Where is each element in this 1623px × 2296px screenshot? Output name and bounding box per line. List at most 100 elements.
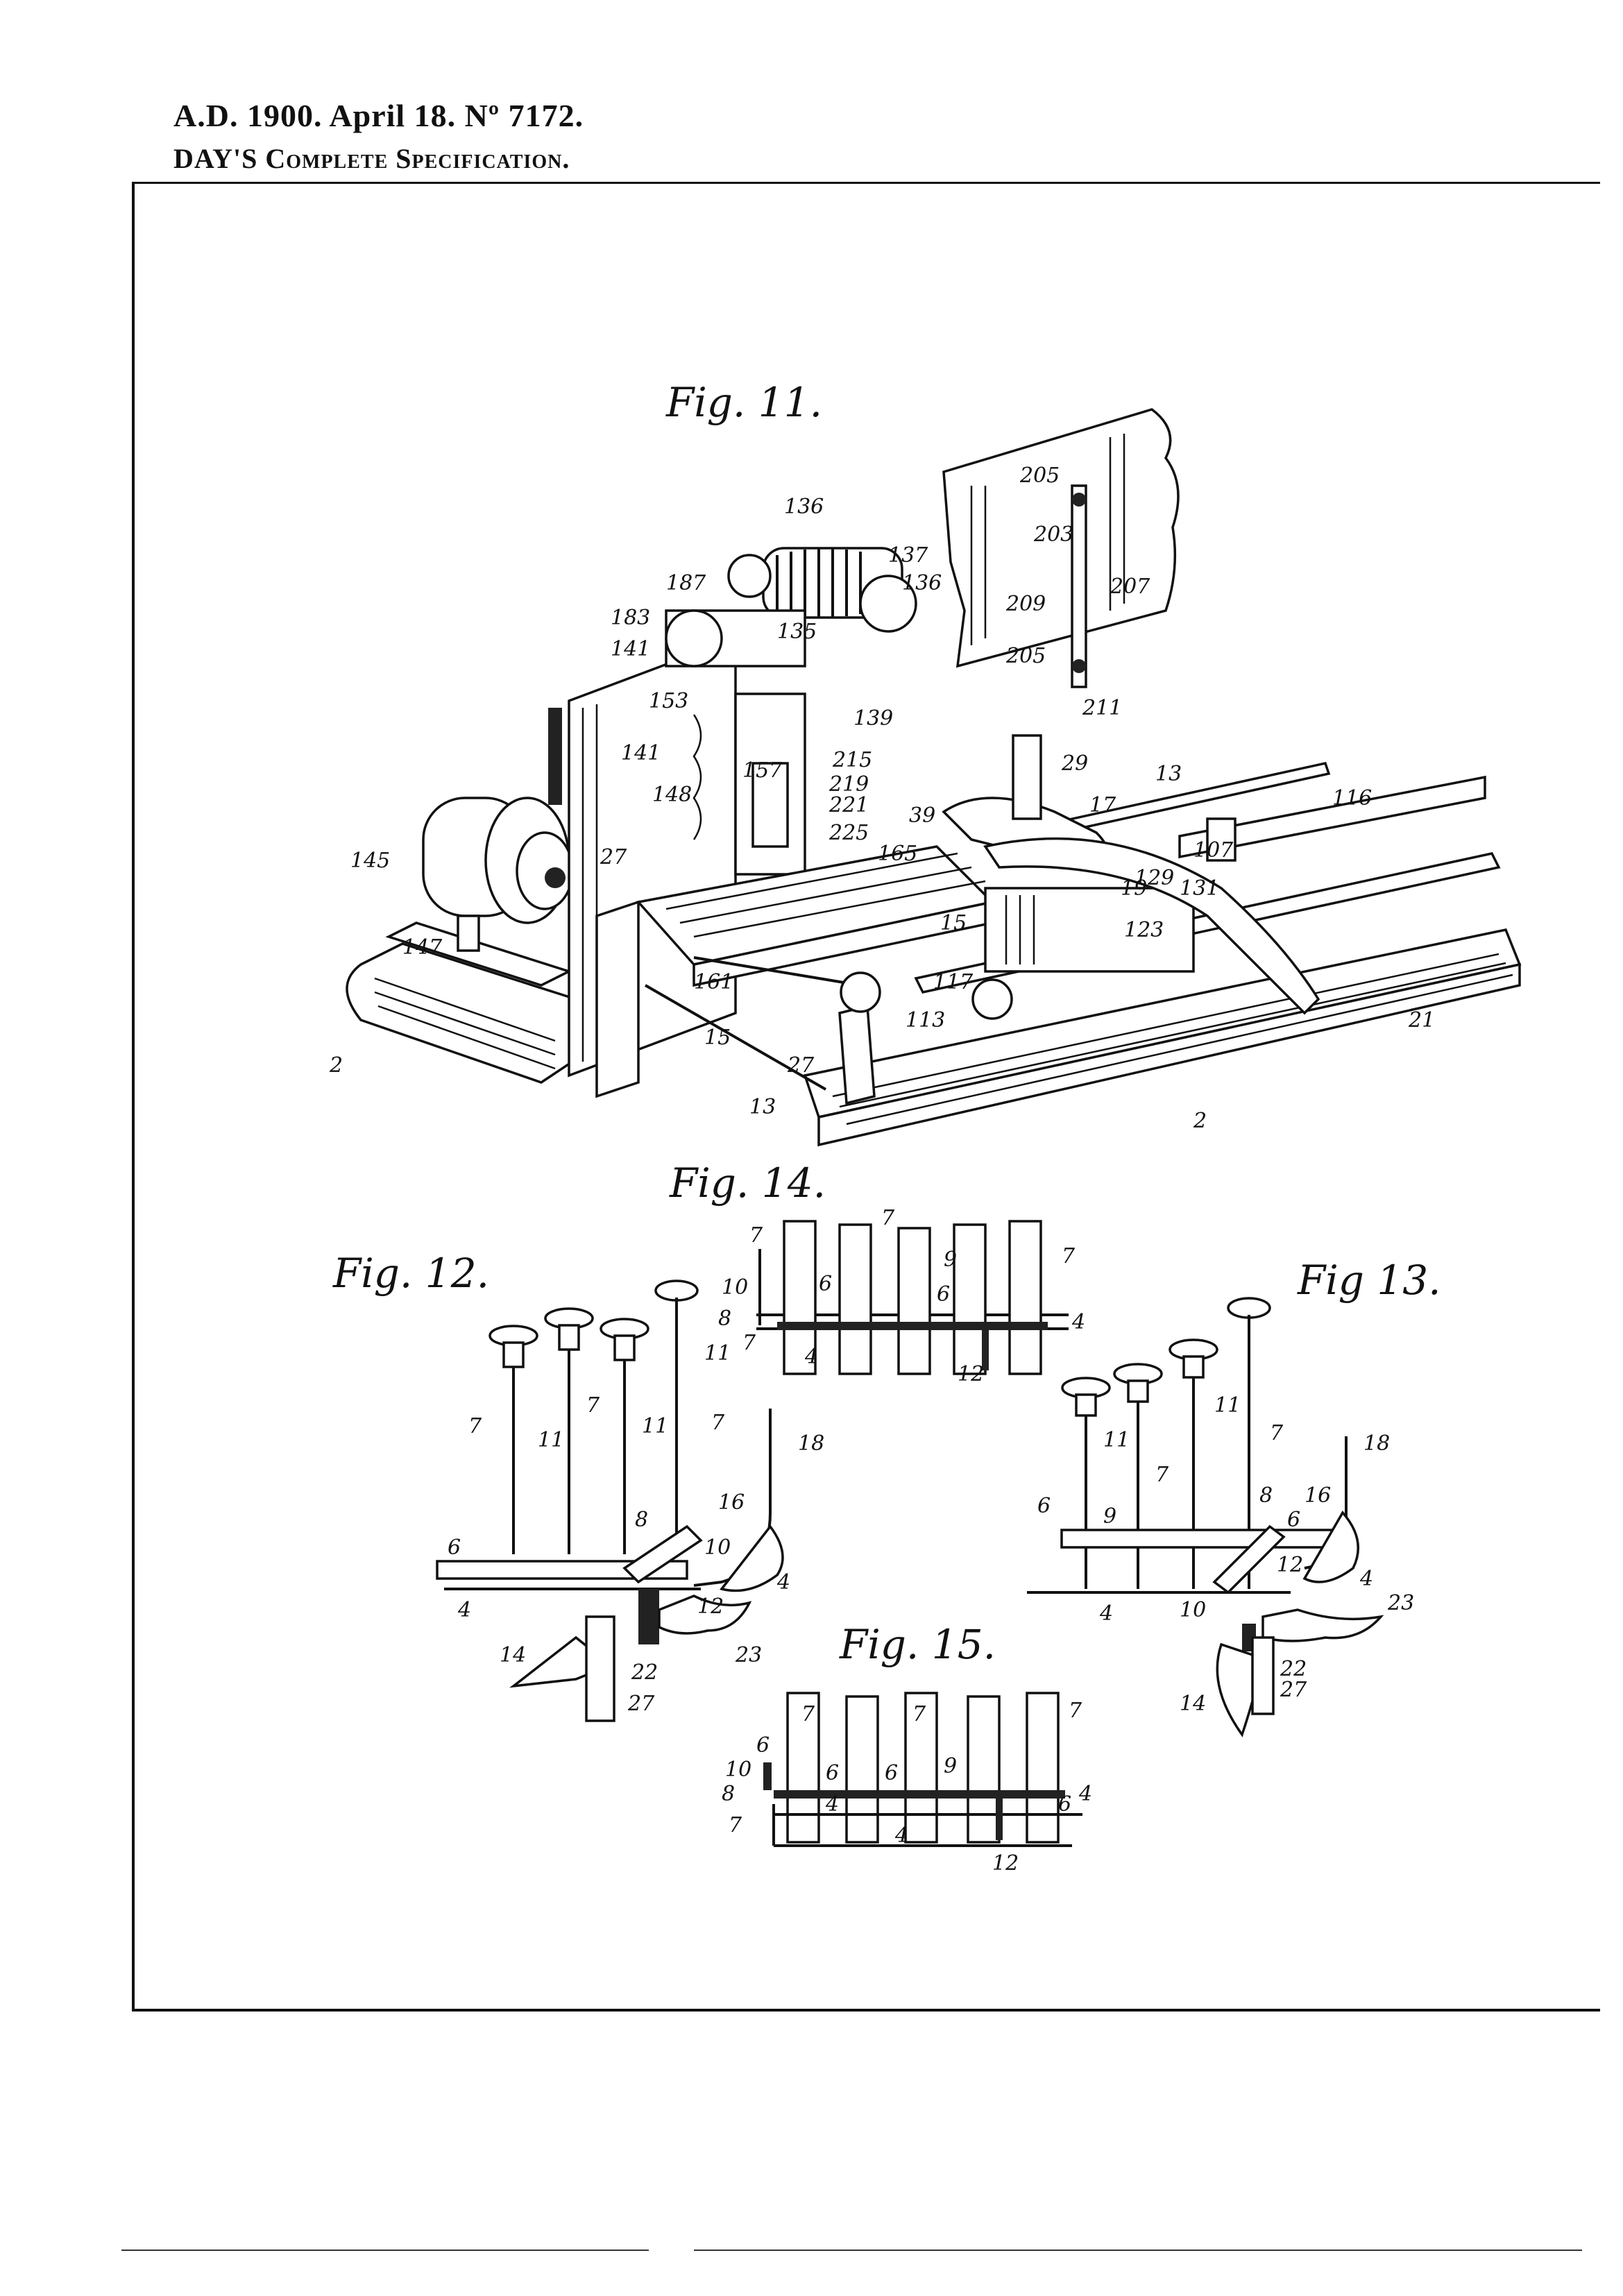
ref-numeral: 12 — [1277, 1553, 1303, 1577]
ref-numeral: 10 — [725, 1758, 751, 1782]
ref-numeral: 107 — [1193, 838, 1234, 862]
ref-numeral: 4 — [776, 1570, 790, 1595]
ref-numeral: 15 — [704, 1026, 731, 1050]
ref-numeral: 139 — [853, 706, 893, 731]
type-wheel-drawing — [665, 547, 917, 876]
ref-numeral: 7 — [749, 1223, 763, 1248]
fig-15-reference-numerals: 7 7 7 6 10 6 6 9 8 4 6 7 4 12 4 — [722, 1699, 1092, 1876]
ref-numeral: 165 — [878, 842, 917, 866]
ref-numeral: 6 — [885, 1761, 898, 1785]
ref-numeral: 141 — [611, 637, 650, 661]
ref-numeral: 7 — [1155, 1463, 1169, 1487]
ref-numeral: 123 — [1124, 918, 1164, 942]
fig-11-reference-numerals: 136 137 136 187 183 141 135 205 203 209 … — [329, 464, 1435, 1133]
ref-numeral: 8 — [635, 1508, 648, 1532]
ref-numeral: 16 — [718, 1490, 745, 1515]
handle-bar-drawing — [942, 734, 1320, 1015]
ref-numeral: 2 — [329, 1053, 343, 1078]
ref-numeral: 13 — [749, 1095, 776, 1119]
ref-numeral: 13 — [1155, 762, 1182, 786]
ref-numeral: 136 — [902, 571, 942, 595]
ref-numeral: 12 — [697, 1595, 724, 1619]
ref-numeral: 135 — [777, 620, 817, 644]
ref-numeral: 7 — [1069, 1699, 1082, 1723]
figure-13: Fig 13. 11 7 11 7 — [1027, 1257, 1441, 1737]
ref-numeral: 6 — [937, 1282, 950, 1307]
motor-drawing — [422, 797, 574, 952]
figure-14: Fig. 14. 7 7 7 9 10 6 6 8 7 4 4 12 — [669, 1159, 1085, 1386]
ref-numeral: 2 — [1193, 1109, 1207, 1133]
ref-numeral: 39 — [909, 803, 935, 828]
ref-numeral: 19 — [1121, 876, 1147, 901]
ref-numeral: 113 — [906, 1008, 945, 1032]
ref-numeral: 219 — [829, 772, 869, 797]
ref-numeral: 8 — [718, 1307, 731, 1331]
ref-numeral: 221 — [829, 793, 869, 817]
ref-numeral: 23 — [735, 1643, 762, 1667]
ref-numeral: 10 — [722, 1275, 748, 1300]
ref-numeral: 4 — [894, 1823, 908, 1848]
carriage-drawing — [636, 845, 1195, 1091]
ref-numeral: 148 — [652, 783, 692, 807]
ref-numeral: 205 — [1005, 644, 1046, 668]
ref-numeral: 7 — [1062, 1244, 1076, 1268]
ref-numeral: 207 — [1110, 575, 1150, 599]
ref-numeral: 22 — [1280, 1657, 1307, 1681]
ref-numeral: 7 — [881, 1206, 895, 1230]
ref-numeral: 211 — [1082, 696, 1122, 720]
ref-numeral: 7 — [1270, 1421, 1284, 1445]
ref-numeral: 4 — [1359, 1567, 1373, 1591]
ref-numeral: 203 — [1033, 522, 1073, 547]
ref-numeral: 10 — [1180, 1598, 1206, 1622]
ref-numeral: 7 — [586, 1393, 600, 1418]
ref-numeral: 7 — [801, 1702, 815, 1726]
ref-numeral: 6 — [1037, 1494, 1051, 1518]
ref-numeral: 145 — [350, 849, 390, 873]
ref-numeral: 215 — [832, 748, 872, 772]
figure-15: Fig. 15. 7 7 7 6 10 6 6 9 8 4 6 7 — [722, 1621, 1092, 1876]
fig-15-drawing — [763, 1692, 1082, 1847]
ref-numeral: 7 — [468, 1414, 482, 1438]
fig-13-drawing — [1027, 1297, 1384, 1737]
ref-numeral: 12 — [992, 1851, 1019, 1876]
ref-numeral: 153 — [649, 689, 688, 713]
ref-numeral: 209 — [1005, 592, 1046, 616]
ref-numeral: 137 — [888, 543, 928, 568]
ref-numeral: 8 — [722, 1782, 735, 1806]
ref-numeral: 11 — [704, 1341, 731, 1366]
ref-numeral: 6 — [448, 1536, 461, 1560]
ref-numeral: 7 — [742, 1331, 756, 1355]
ref-numeral: 15 — [940, 911, 967, 935]
header-subtitle: DAY'S Complete Specification. — [173, 143, 570, 174]
ref-numeral: 4 — [825, 1792, 839, 1817]
ref-numeral: 18 — [1363, 1431, 1390, 1456]
ref-numeral: 16 — [1305, 1483, 1331, 1508]
ref-numeral: 27 — [1280, 1678, 1307, 1702]
fig-13-reference-numerals: 11 7 11 7 18 6 9 8 16 6 12 4 4 10 23 22 … — [1037, 1393, 1414, 1716]
ref-numeral: 9 — [944, 1248, 957, 1272]
ref-numeral: 22 — [631, 1660, 658, 1685]
figure-11: Fig. 11. — [329, 379, 1522, 1147]
ref-numeral: 4 — [804, 1345, 818, 1369]
ref-numeral: 157 — [742, 758, 783, 783]
fig-12-drawing — [436, 1279, 784, 1722]
ref-numeral: 7 — [729, 1813, 742, 1837]
ref-numeral: 23 — [1387, 1591, 1414, 1615]
ref-numeral: 21 — [1408, 1008, 1435, 1032]
ref-numeral: 11 — [642, 1414, 668, 1438]
ref-numeral: 11 — [1103, 1428, 1130, 1452]
ref-numeral: 161 — [694, 970, 733, 994]
fig-12-reference-numerals: 7 11 7 11 11 7 18 8 16 6 10 4 4 12 14 22… — [448, 1341, 824, 1716]
fig-14-label: Fig. 14. — [669, 1159, 826, 1207]
drawing-frame — [132, 182, 1600, 2012]
ref-numeral: 27 — [627, 1692, 655, 1716]
ref-numeral: 147 — [402, 935, 443, 960]
bottom-rule-left — [121, 2250, 649, 2251]
ref-numeral: 4 — [1099, 1601, 1113, 1626]
fig-14-drawing — [756, 1220, 1069, 1375]
ref-numeral: 4 — [1078, 1782, 1092, 1806]
ref-numeral: 116 — [1332, 786, 1372, 810]
fig-14-reference-numerals: 7 7 7 9 10 6 6 8 7 4 4 12 — [718, 1206, 1085, 1386]
ref-numeral: 12 — [958, 1362, 984, 1386]
ref-numeral: 27 — [600, 845, 627, 869]
